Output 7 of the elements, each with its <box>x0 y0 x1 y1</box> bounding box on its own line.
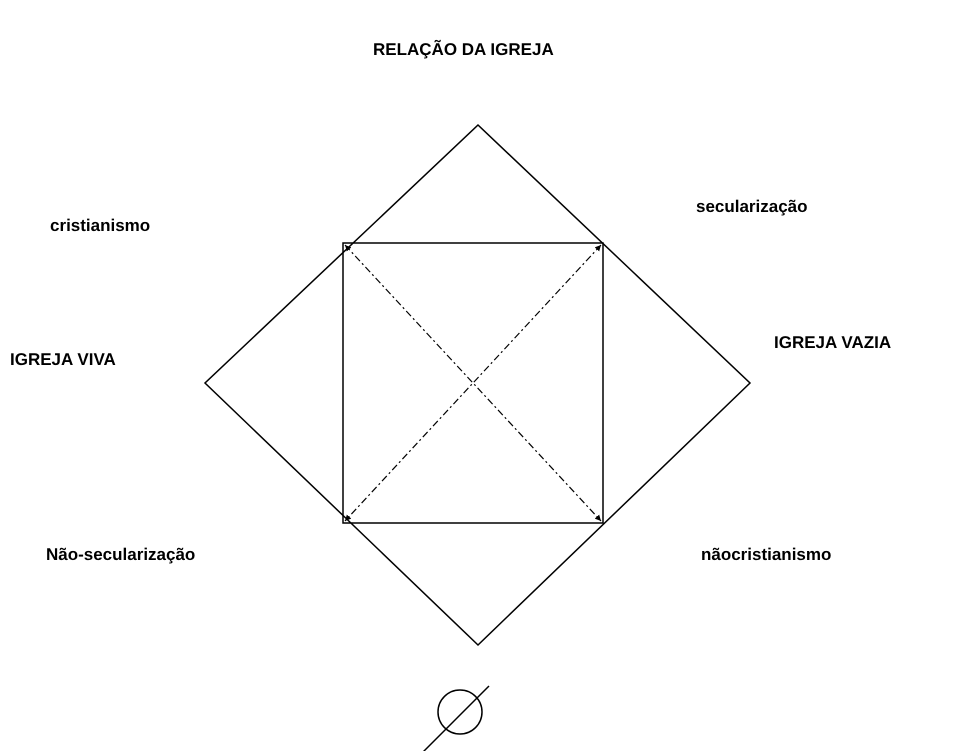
term-label: cristianismo <box>50 216 150 236</box>
term-label: Não-secularização <box>46 545 196 565</box>
term-label: secularização <box>696 197 808 217</box>
term-label: IGREJA VAZIA <box>774 333 892 353</box>
term-label: IGREJA VIVA <box>10 350 116 370</box>
term-label: nãocristianismo <box>701 545 832 565</box>
diagram-title: RELAÇÃO DA IGREJA <box>373 40 554 60</box>
